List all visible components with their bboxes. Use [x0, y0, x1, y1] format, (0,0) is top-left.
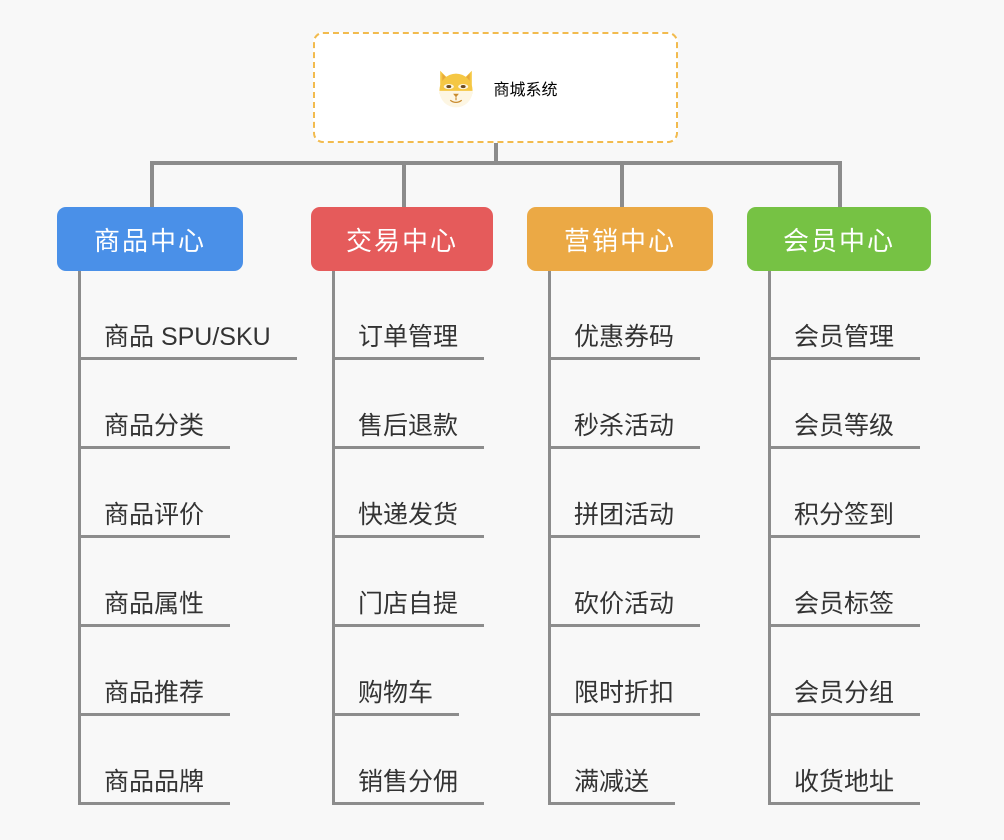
root-node[interactable]: 商城系统 [313, 32, 678, 143]
leaf-item[interactable]: 销售分佣 [311, 716, 493, 805]
leaf-label: 会员管理 [768, 323, 921, 360]
tree-spine [768, 271, 771, 805]
leaf-item[interactable]: 会员分组 [747, 627, 931, 716]
leaf-item[interactable]: 售后退款 [311, 360, 493, 449]
leaf-item[interactable]: 会员等级 [747, 360, 931, 449]
leaf-item[interactable]: 积分签到 [747, 449, 931, 538]
category-label: 交易中心 [345, 225, 458, 256]
leaf-item[interactable]: 会员管理 [747, 271, 931, 360]
connector-drop-2 [402, 161, 406, 207]
leaf-list: 商品 SPU/SKU 商品分类 商品评价 商品属性 商品推荐 商品品牌 [57, 271, 297, 805]
leaf-label: 商品 SPU/SKU [78, 323, 297, 360]
leaf-label: 售后退款 [332, 412, 485, 449]
leaf-item[interactable]: 购物车 [311, 627, 493, 716]
column-marketing-center: 营销中心 优惠券码 秒杀活动 拼团活动 砍价活动 限时折扣 满减送 [527, 207, 713, 805]
leaf-label: 限时折扣 [548, 679, 701, 716]
category-header-product-center[interactable]: 商品中心 [57, 207, 243, 271]
leaf-item[interactable]: 会员标签 [747, 538, 931, 627]
leaf-label: 秒杀活动 [548, 412, 701, 449]
leaf-label: 商品推荐 [78, 679, 231, 716]
column-product-center: 商品中心 商品 SPU/SKU 商品分类 商品评价 商品属性 商品推荐 商品品牌 [57, 207, 297, 805]
connector-root-stem [494, 143, 498, 164]
tree-spine [548, 271, 551, 805]
leaf-item[interactable]: 商品 SPU/SKU [57, 271, 297, 360]
leaf-item[interactable]: 订单管理 [311, 271, 493, 360]
leaf-label: 订单管理 [332, 323, 485, 360]
tree-spine [78, 271, 81, 805]
leaf-item[interactable]: 拼团活动 [527, 449, 713, 538]
leaf-item[interactable]: 优惠券码 [527, 271, 713, 360]
leaf-item[interactable]: 快递发货 [311, 449, 493, 538]
leaf-item[interactable]: 秒杀活动 [527, 360, 713, 449]
leaf-item[interactable]: 满减送 [527, 716, 713, 805]
category-label: 商品中心 [93, 225, 206, 256]
leaf-label: 商品品牌 [78, 768, 231, 805]
leaf-item[interactable]: 商品属性 [57, 538, 243, 627]
leaf-item[interactable]: 限时折扣 [527, 627, 713, 716]
leaf-label: 门店自提 [332, 590, 485, 627]
category-header-marketing-center[interactable]: 营销中心 [527, 207, 713, 271]
leaf-list: 会员管理 会员等级 积分签到 会员标签 会员分组 收货地址 [747, 271, 931, 805]
leaf-label: 积分签到 [768, 501, 921, 538]
leaf-label: 优惠券码 [548, 323, 701, 360]
leaf-label: 商品属性 [78, 590, 231, 627]
shiba-dog-face-icon [433, 65, 479, 111]
category-header-trade-center[interactable]: 交易中心 [311, 207, 493, 271]
connector-horizontal-bus [150, 161, 841, 165]
leaf-label: 砍价活动 [548, 590, 701, 627]
root-title: 商城系统 [493, 81, 558, 99]
leaf-label: 购物车 [332, 679, 460, 716]
leaf-label: 拼团活动 [548, 501, 701, 538]
column-member-center: 会员中心 会员管理 会员等级 积分签到 会员标签 会员分组 收货地址 [747, 207, 931, 805]
leaf-list: 优惠券码 秒杀活动 拼团活动 砍价活动 限时折扣 满减送 [527, 271, 713, 805]
leaf-item[interactable]: 门店自提 [311, 538, 493, 627]
leaf-label: 商品评价 [78, 501, 231, 538]
leaf-label: 满减送 [548, 768, 676, 805]
category-label: 营销中心 [563, 225, 676, 256]
leaf-item[interactable]: 商品品牌 [57, 716, 243, 805]
leaf-item[interactable]: 商品分类 [57, 360, 243, 449]
leaf-item[interactable]: 砍价活动 [527, 538, 713, 627]
leaf-label: 商品分类 [78, 412, 231, 449]
leaf-item[interactable]: 商品推荐 [57, 627, 243, 716]
leaf-label: 会员等级 [768, 412, 921, 449]
tree-spine [332, 271, 335, 805]
column-trade-center: 交易中心 订单管理 售后退款 快递发货 门店自提 购物车 销售分佣 [311, 207, 493, 805]
leaf-list: 订单管理 售后退款 快递发货 门店自提 购物车 销售分佣 [311, 271, 493, 805]
category-label: 会员中心 [782, 225, 895, 256]
leaf-item[interactable]: 商品评价 [57, 449, 243, 538]
connector-drop-4 [838, 161, 842, 207]
leaf-label: 销售分佣 [332, 768, 485, 805]
leaf-label: 会员分组 [768, 679, 921, 716]
leaf-label: 收货地址 [768, 768, 921, 805]
leaf-item[interactable]: 收货地址 [747, 716, 931, 805]
leaf-label: 会员标签 [768, 590, 921, 627]
leaf-label: 快递发货 [332, 501, 485, 538]
connector-drop-3 [620, 161, 624, 207]
connector-drop-1 [150, 161, 154, 207]
category-header-member-center[interactable]: 会员中心 [747, 207, 931, 271]
